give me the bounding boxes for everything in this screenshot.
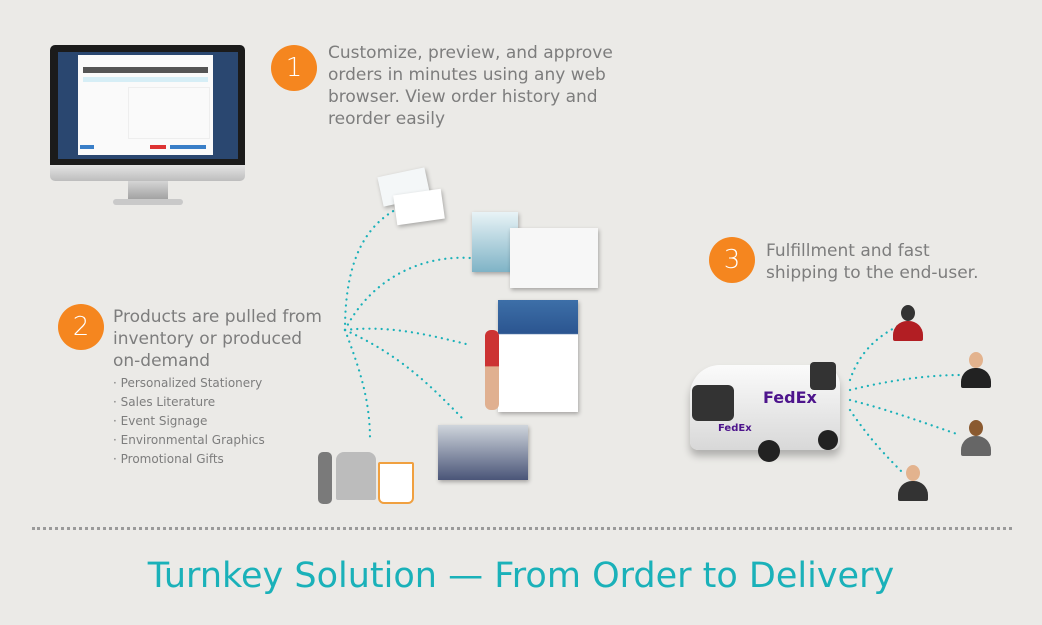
- list-item: Personalized Stationery: [113, 374, 265, 393]
- mug-image: [378, 462, 414, 504]
- dotted-divider: [32, 527, 1012, 530]
- step-3-text: Fulfillment and fast shipping to the end…: [766, 241, 979, 283]
- user-icon: [961, 352, 991, 388]
- product-list: Personalized Stationery Sales Literature…: [113, 374, 265, 469]
- step-2-text: Products are pulled from inventory or pr…: [113, 307, 322, 371]
- list-item: Promotional Gifts: [113, 450, 265, 469]
- list-item: Event Signage: [113, 412, 265, 431]
- user-icon: [898, 465, 928, 501]
- fedex-logo-rear: FedEx: [718, 423, 752, 434]
- brochure-spread-image: [510, 228, 598, 288]
- step-1-text: Customize, preview, and approve orders i…: [328, 43, 613, 129]
- step-2-badge: 2: [58, 304, 104, 350]
- step-3-badge: 3: [709, 237, 755, 283]
- tshirt-image: [336, 452, 376, 500]
- step-1-badge: 1: [271, 45, 317, 91]
- page-title: Turnkey Solution — From Order to Deliver…: [147, 556, 895, 596]
- list-item: Sales Literature: [113, 393, 265, 412]
- user-icon: [893, 305, 923, 341]
- presenter-figure: [485, 330, 499, 410]
- user-icon: [961, 420, 991, 456]
- bottle-image: [318, 452, 332, 504]
- fedex-logo: FedEx: [763, 388, 817, 407]
- environmental-graphics-image: [438, 425, 528, 480]
- event-signage-image: [498, 300, 578, 412]
- list-item: Environmental Graphics: [113, 431, 265, 450]
